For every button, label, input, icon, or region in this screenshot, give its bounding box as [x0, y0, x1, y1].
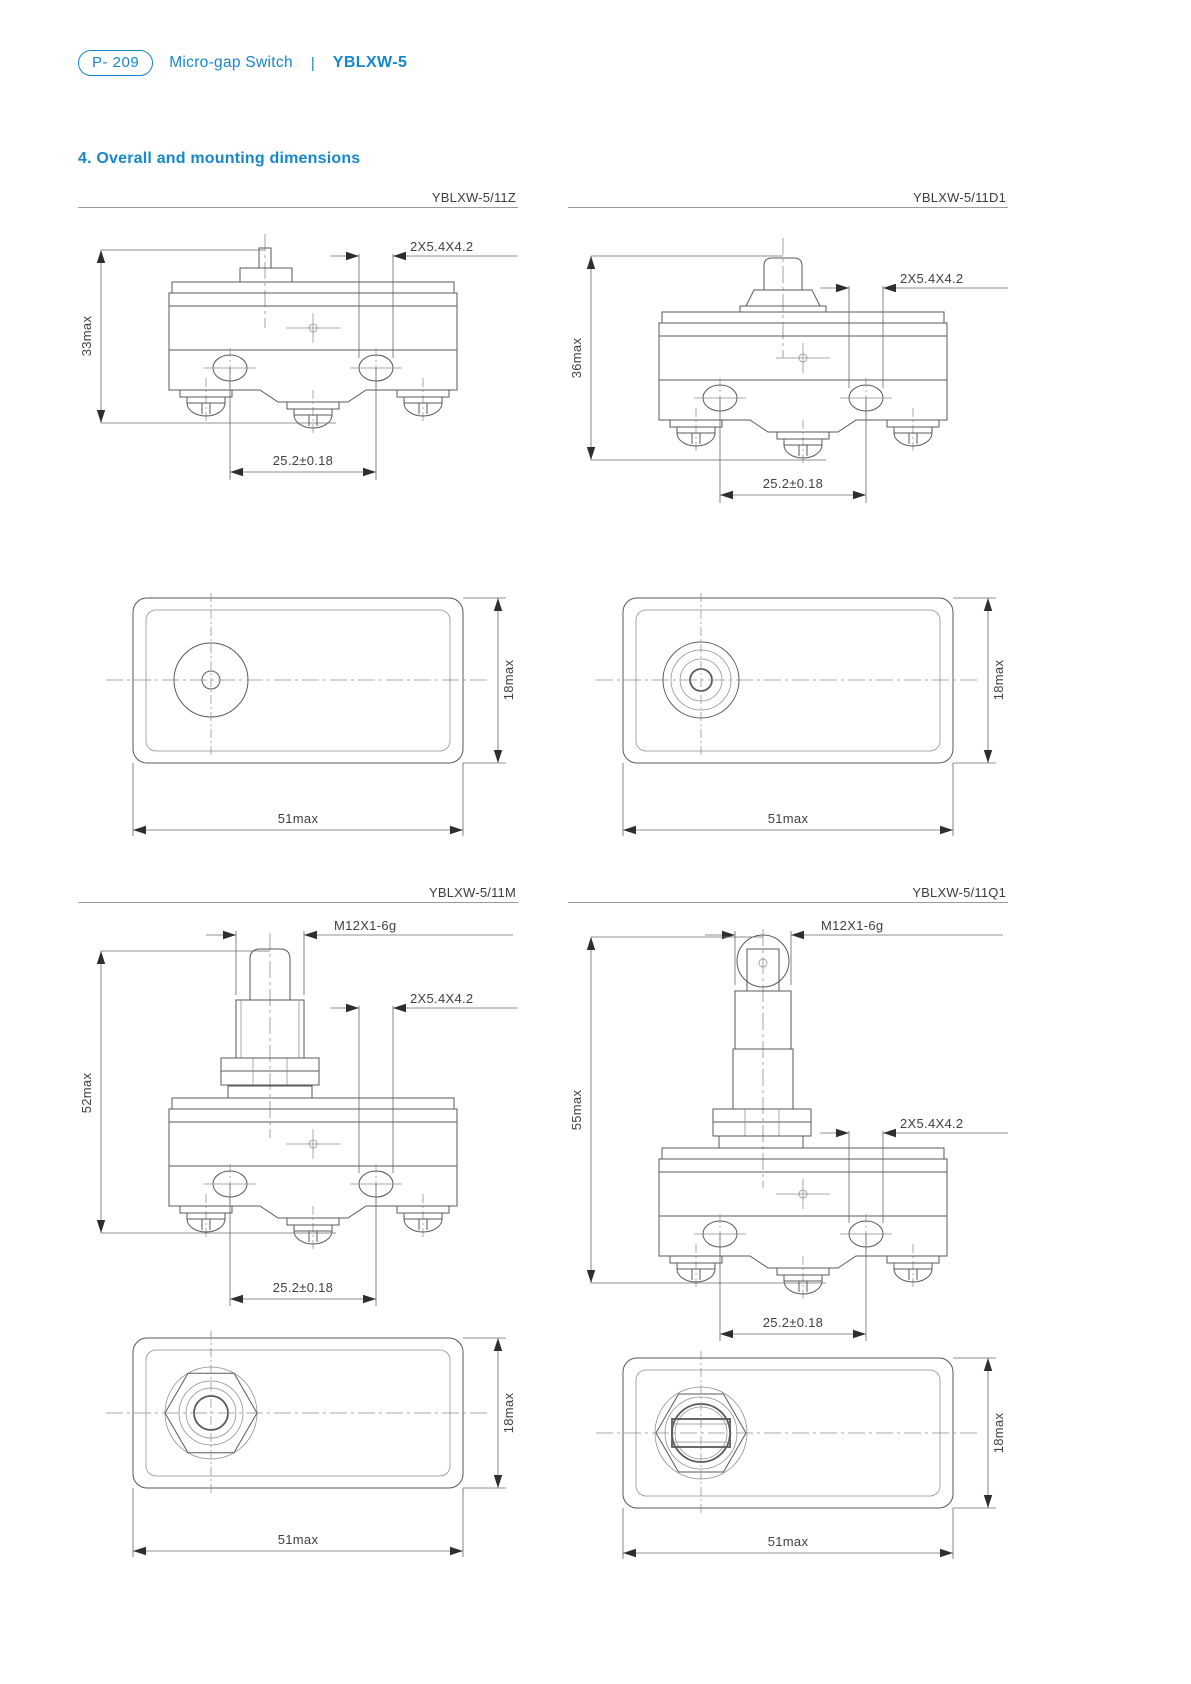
dim-label-depth: 18max: [991, 660, 1006, 701]
center-mark: [285, 312, 341, 344]
top-view-11d1: 18max 51max: [596, 593, 1006, 836]
screw-terminal: [669, 1243, 723, 1289]
dim-label-slot: 2X5.4X4.2: [410, 239, 473, 254]
dim-height: 55max: [569, 936, 826, 1284]
front-view-11d1: 36max 2X5.4X4.2 25.2±0.: [569, 238, 1008, 503]
dim-label-width: 51max: [768, 1534, 809, 1549]
drawing-11d1: 36max 2X5.4X4.2 25.2±0.: [569, 238, 1008, 836]
dim-label-spacing: 25.2±0.18: [763, 1315, 823, 1330]
dim-width: 51max: [132, 763, 464, 836]
dim-label-thread: M12X1-6g: [334, 918, 396, 933]
dim-label-slot: 2X5.4X4.2: [410, 991, 473, 1006]
dim-label-height: 33max: [79, 316, 94, 357]
dim-label-height: 36max: [569, 338, 584, 379]
dim-spacing: 25.2±0.18: [719, 398, 867, 503]
center-mark: [775, 1178, 831, 1210]
section-title: 4. Overall and mounting dimensions: [78, 150, 361, 167]
dim-spacing: 25.2±0.18: [229, 1184, 377, 1306]
collar: [718, 1135, 804, 1149]
dim-label-slot: 2X5.4X4.2: [900, 271, 963, 286]
dim-label-depth: 18max: [501, 660, 516, 701]
front-view-11z: 33max 2X5.4X4.2: [79, 234, 518, 480]
dim-spacing: 25.2±0.18: [719, 1234, 867, 1341]
hex-nut: [712, 1108, 812, 1137]
drawing-11z: 33max 2X5.4X4.2: [79, 234, 518, 836]
header-separator: |: [310, 54, 315, 72]
front-view-11m: M12X1-6g 52max: [79, 918, 518, 1306]
dim-height: 52max: [79, 950, 336, 1234]
dim-slot: 2X5.4X4.2: [330, 239, 518, 358]
dim-label-spacing: 25.2±0.18: [273, 453, 333, 468]
dim-height: 33max: [79, 249, 336, 424]
screw-terminal: [776, 1255, 830, 1301]
dim-label-width: 51max: [278, 1532, 319, 1547]
hex-nut: [220, 1057, 320, 1086]
drawing-11q1: M12X1-6g 55max 2X5.4X4.: [569, 918, 1008, 1559]
dim-label-width: 51max: [278, 811, 319, 826]
dim-label-height: 55max: [569, 1090, 584, 1131]
screw-terminal: [286, 1205, 340, 1251]
panel-11d1: YBLXW-5/11D1: [568, 190, 1013, 848]
dim-slot: 2X5.4X4.2: [820, 271, 1008, 388]
page-header: P- 209 Micro-gap Switch | YBLXW-5: [78, 50, 407, 76]
switch-body: [658, 311, 948, 433]
screw-terminal: [669, 407, 723, 453]
panel-11z: YBLXW-5/11Z: [78, 190, 523, 848]
push-button-plunger: [739, 257, 827, 313]
screw-terminal: [776, 419, 830, 465]
dim-thread: M12X1-6g: [705, 918, 1003, 985]
front-view-11q1: M12X1-6g 55max 2X5.4X4.: [569, 918, 1008, 1341]
dim-spacing: 25.2±0.18: [229, 368, 377, 480]
screw-terminal: [396, 1193, 450, 1239]
dim-label-width: 51max: [768, 811, 809, 826]
screw-terminal: [886, 407, 940, 453]
dim-label-spacing: 25.2±0.18: [763, 476, 823, 491]
dim-slot: 2X5.4X4.2: [820, 1116, 1008, 1223]
dim-depth: 18max: [463, 597, 516, 764]
screw-terminal: [179, 1193, 233, 1239]
screw-terminal: [179, 377, 233, 423]
product-category: Micro-gap Switch: [169, 54, 293, 71]
dim-label-height: 52max: [79, 1073, 94, 1114]
dim-slot: 2X5.4X4.2: [330, 991, 518, 1173]
center-mark: [775, 342, 831, 374]
dim-height: 36max: [569, 255, 826, 461]
page-number-badge: P- 209: [78, 50, 154, 76]
variant-label: YBLXW-5/11Q1: [568, 885, 1008, 903]
dim-width: 51max: [132, 1488, 464, 1557]
top-view-11z: 18max 51max: [106, 593, 516, 836]
roller-pin: [758, 958, 768, 968]
dim-depth: 18max: [463, 1337, 516, 1489]
panel-11q1: YBLXW-5/11Q1: [568, 885, 1013, 1563]
drawing-11m: M12X1-6g 52max: [79, 918, 518, 1557]
dim-width: 51max: [622, 763, 954, 836]
screw-terminal: [886, 1243, 940, 1289]
dim-label-slot: 2X5.4X4.2: [900, 1116, 963, 1131]
dim-width: 51max: [622, 1508, 954, 1559]
dim-depth: 18max: [953, 597, 1006, 764]
center-mark: [285, 1128, 341, 1160]
variant-label: YBLXW-5/11Z: [78, 190, 518, 208]
dim-depth: 18max: [953, 1357, 1006, 1509]
variant-label: YBLXW-5/11D1: [568, 190, 1008, 208]
top-view-11q1: 18max 51max: [596, 1351, 1006, 1559]
screw-terminal: [286, 389, 340, 435]
panel-11m: YBLXW-5/11M: [78, 885, 523, 1563]
dim-label-spacing: 25.2±0.18: [273, 1280, 333, 1295]
variant-label: YBLXW-5/11M: [78, 885, 518, 903]
dim-label-depth: 18max: [501, 1393, 516, 1434]
pin-plunger: [239, 247, 293, 283]
roller: [736, 934, 790, 988]
dim-label-depth: 18max: [991, 1413, 1006, 1454]
product-model: YBLXW-5: [332, 54, 408, 71]
dim-label-thread: M12X1-6g: [821, 918, 883, 933]
screw-terminal: [396, 377, 450, 423]
dim-thread: M12X1-6g: [206, 918, 513, 995]
top-view-11m: 18max 51max: [106, 1331, 516, 1557]
